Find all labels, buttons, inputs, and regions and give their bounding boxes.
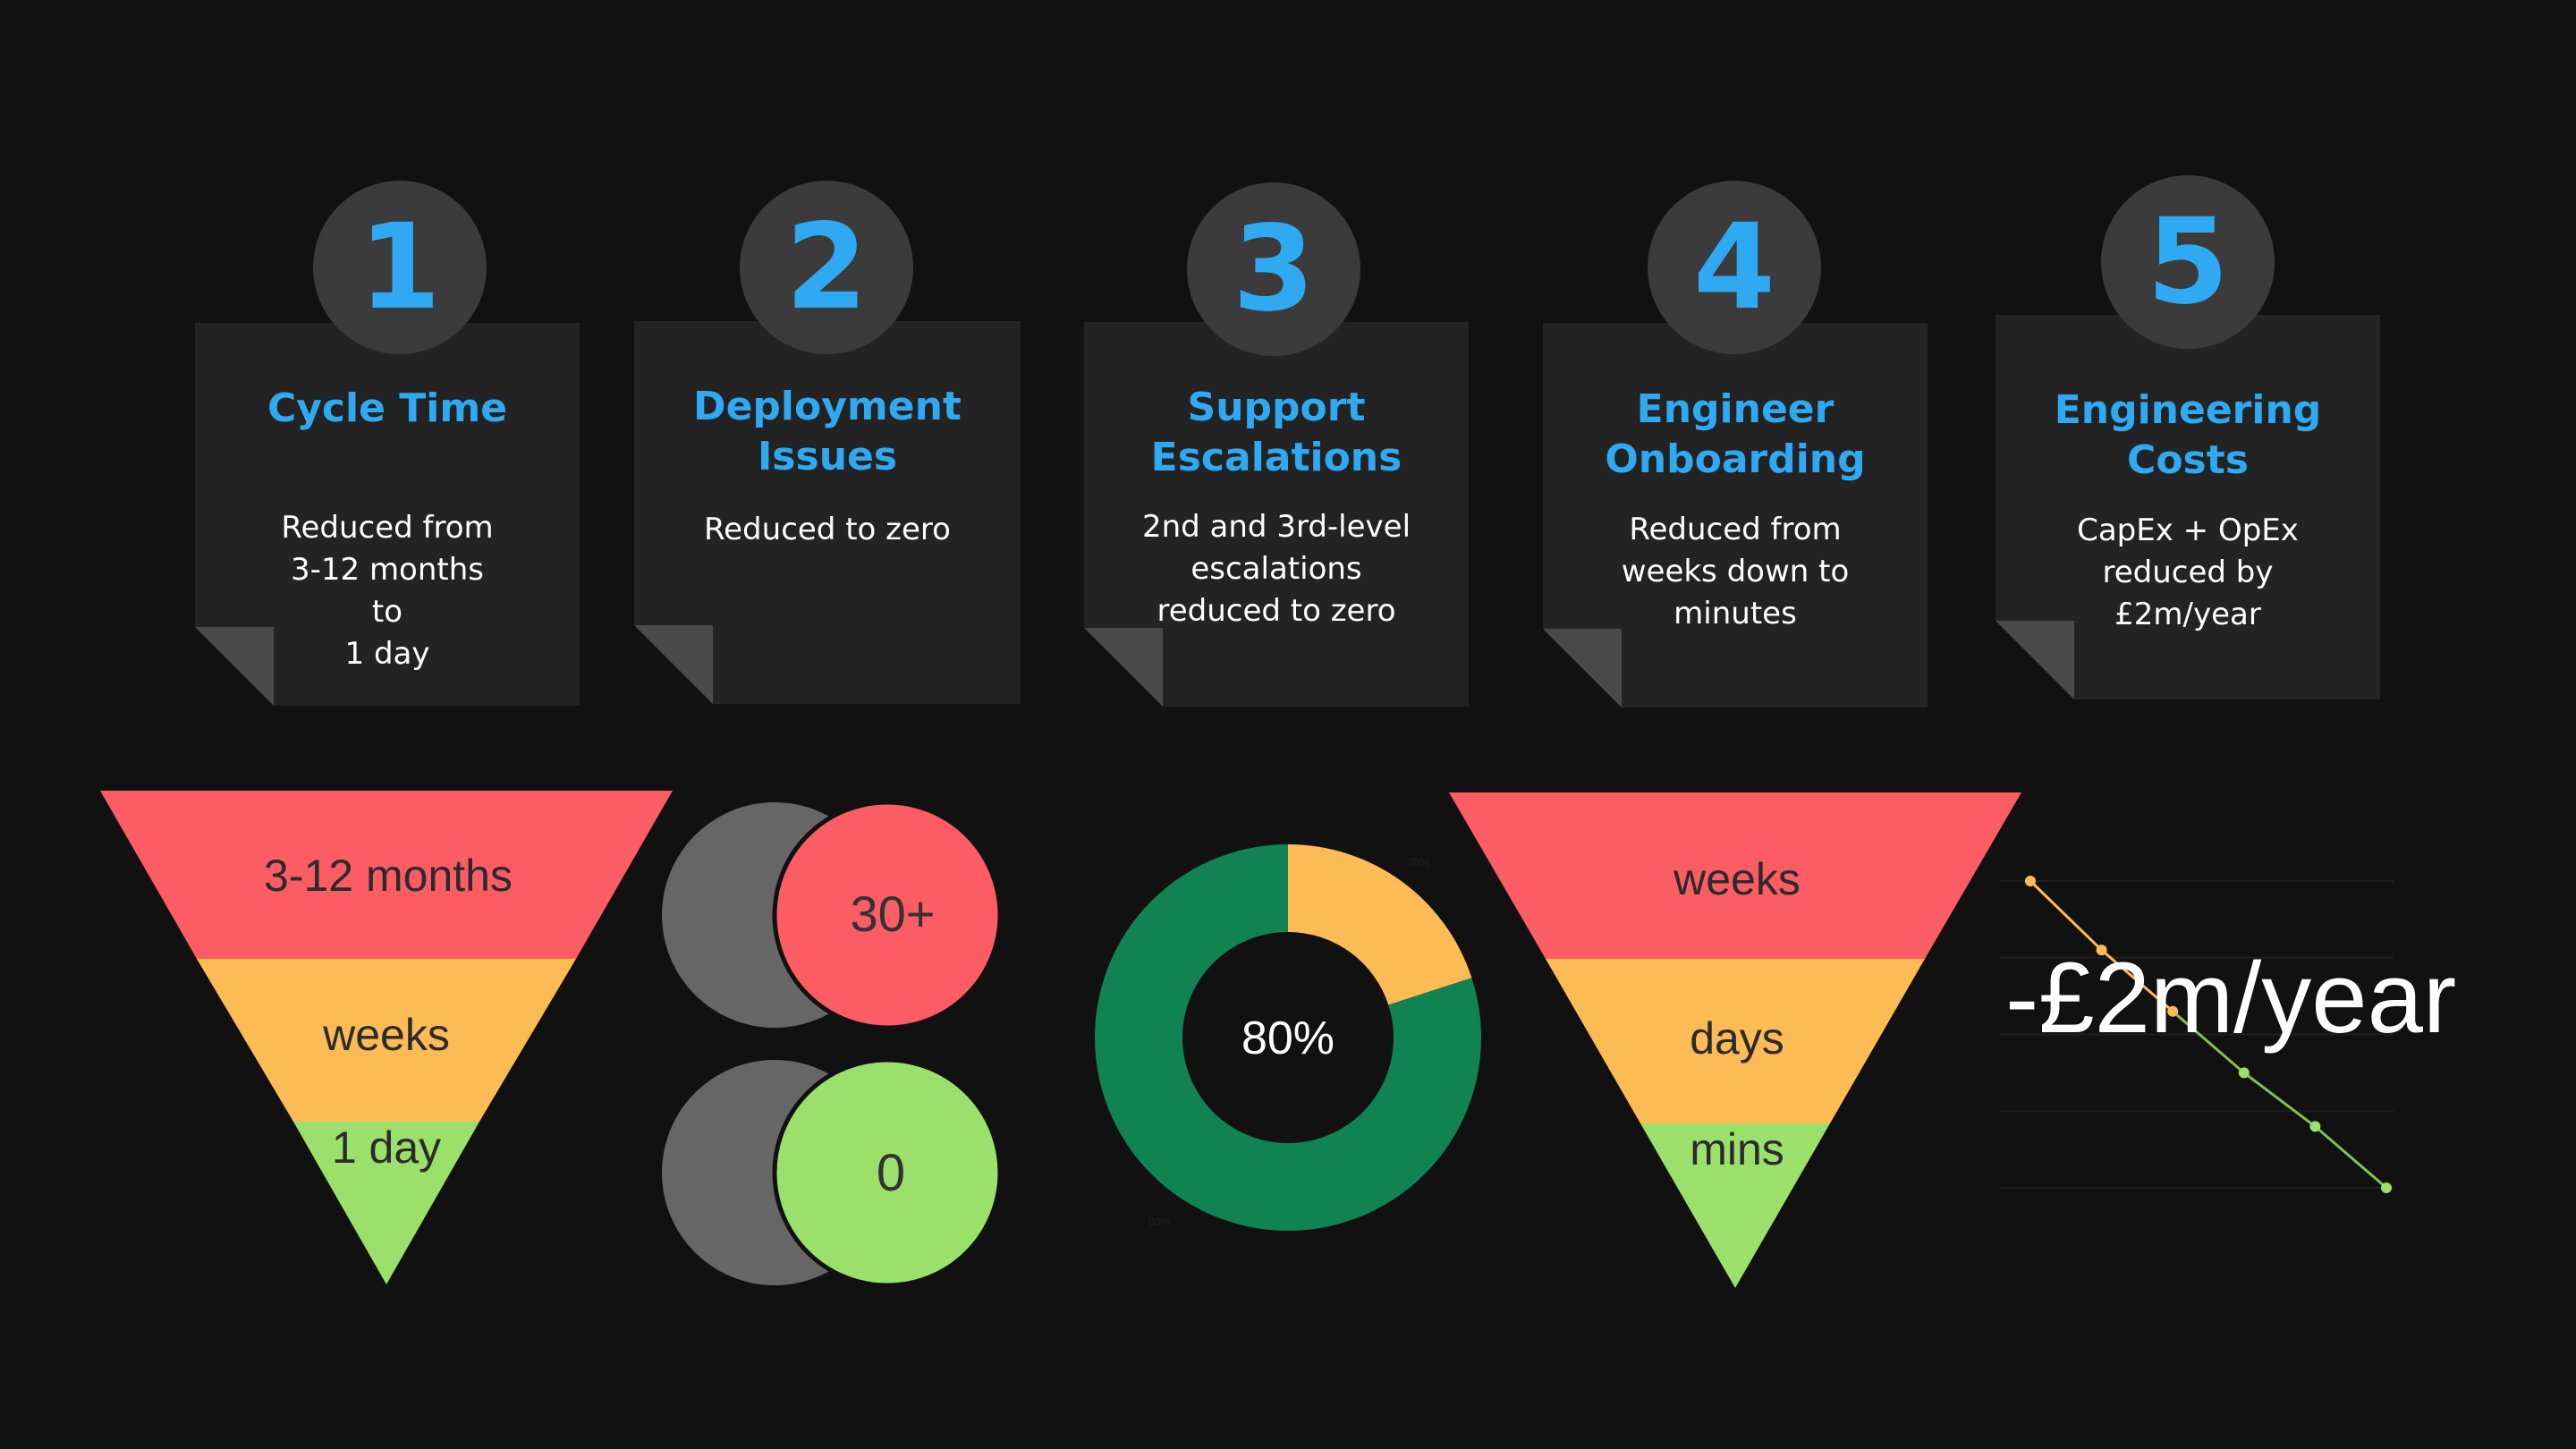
funnel-level-middle xyxy=(1546,959,1925,1123)
funnel-label-middle: weeks xyxy=(322,1010,450,1060)
number-label: 4 xyxy=(1693,199,1775,336)
card-title: Support Escalations xyxy=(1150,385,1402,480)
data-point xyxy=(2309,1121,2321,1132)
number-badge: 2 xyxy=(740,181,913,354)
card-engineer-onboarding: Engineer Onboarding Reduced from weeks d… xyxy=(1543,323,1928,708)
card-fold xyxy=(1084,628,1163,707)
number-label: 1 xyxy=(359,199,441,336)
circle-before xyxy=(772,800,1003,1030)
circle-before-label: 30+ xyxy=(851,886,936,942)
funnel-label-top: weeks xyxy=(1673,854,1801,904)
series-segment xyxy=(2242,1072,2317,1128)
card-engineering-costs: Engineering Costs CapEx + OpEx reduced b… xyxy=(1996,315,2380,699)
card-fold xyxy=(1996,621,2074,699)
circle-after-label: 0 xyxy=(877,1144,905,1202)
series-segment xyxy=(2172,1010,2245,1074)
donut-center-label: 80% xyxy=(1241,1013,1335,1064)
card-title: Deployment Issues xyxy=(693,384,962,479)
card-description: CapEx + OpEx reduced by £2m/year xyxy=(2077,513,2299,632)
data-point xyxy=(2167,1005,2179,1017)
card-deployment-issues: Deployment Issues Reduced to zero xyxy=(634,321,1021,704)
number-badge: 5 xyxy=(2101,175,2275,349)
cost-overlay-label: -£2m/year xyxy=(2005,942,2457,1054)
number-label: 5 xyxy=(2147,193,2229,331)
funnel-label-middle: days xyxy=(1690,1013,1784,1063)
card-fold xyxy=(1543,629,1622,708)
card-fold xyxy=(195,627,274,706)
card-title: Cycle Time xyxy=(267,386,508,431)
number-label: 3 xyxy=(1233,200,1315,338)
funnel-label-bottom: 1 day xyxy=(332,1123,441,1173)
number-label: 2 xyxy=(785,199,868,336)
donut-slice-0 xyxy=(1288,844,1472,1005)
circle-after xyxy=(772,1057,1003,1288)
card-title: Engineer Onboarding xyxy=(1605,386,1866,482)
number-badge: 3 xyxy=(1187,182,1360,356)
funnel-level-middle xyxy=(197,959,576,1122)
donut-small-label-top: 20% xyxy=(1408,856,1429,869)
number-badge: 1 xyxy=(313,181,487,354)
card-description: Reduced to zero xyxy=(704,512,951,547)
series-segment xyxy=(2029,879,2103,952)
series-segment xyxy=(2314,1125,2387,1190)
funnel-level-bottom xyxy=(293,1122,479,1284)
card-title: Engineering Costs xyxy=(2054,387,2322,483)
card-description: 2nd and 3rd-level escalations reduced to… xyxy=(1141,509,1411,629)
funnel-level-top xyxy=(1449,792,2021,959)
series-segment xyxy=(2100,949,2174,1013)
data-point xyxy=(2096,945,2107,956)
funnel-label-bottom: mins xyxy=(1690,1124,1784,1174)
funnel-level-bottom xyxy=(1640,1123,1830,1288)
donut-slice-1 xyxy=(1095,844,1482,1231)
data-point xyxy=(2381,1182,2392,1193)
card-description: Reduced from weeks down to minutes xyxy=(1621,512,1850,631)
data-point xyxy=(2238,1067,2250,1079)
card-cycle-time: Cycle Time Reduced from 3-12 months to 1… xyxy=(195,323,580,706)
funnel-level-top xyxy=(100,791,673,959)
funnel-label-top: 3-12 months xyxy=(264,851,513,901)
number-badge: 4 xyxy=(1648,181,1821,354)
card-fold xyxy=(634,625,713,704)
card-description: Reduced from 3-12 months to 1 day xyxy=(281,510,494,672)
donut-small-label-bottom: 80% xyxy=(1148,1216,1170,1228)
data-point xyxy=(2025,876,2036,886)
card-support-escalations: Support Escalations 2nd and 3rd-level es… xyxy=(1084,322,1469,707)
